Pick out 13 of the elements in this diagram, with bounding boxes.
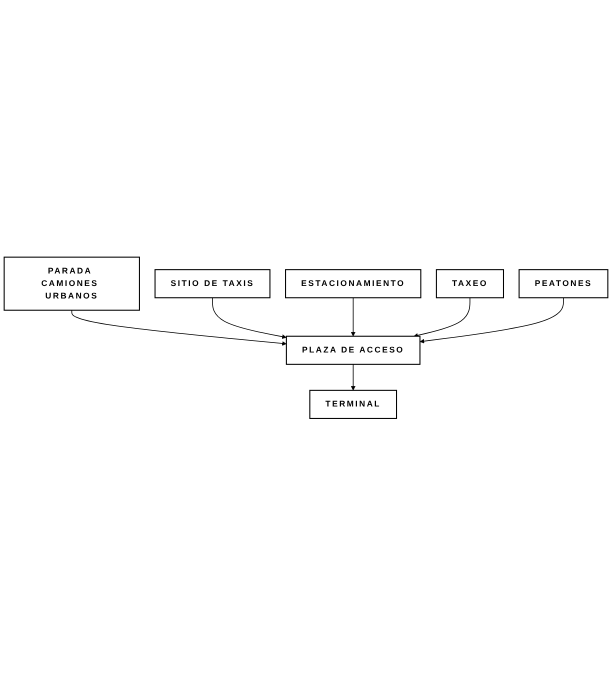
- arrow: [414, 298, 470, 338]
- node-box: PARADA CAMIONES URBANOS: [4, 256, 140, 311]
- node-box: ESTACIONAMIENTO: [285, 269, 422, 298]
- node-box: PLAZA DE ACCESO: [286, 336, 420, 366]
- node-box: SITIO DE TAXIS: [154, 269, 270, 298]
- arrow: [350, 364, 356, 391]
- arrow: [212, 298, 287, 340]
- node-box: TERMINAL: [309, 390, 398, 420]
- arrow: [420, 298, 564, 344]
- node-box: TAXEO: [436, 269, 504, 298]
- arrow: [350, 298, 356, 337]
- node-box: PEATONES: [518, 269, 608, 298]
- arrow: [71, 310, 287, 346]
